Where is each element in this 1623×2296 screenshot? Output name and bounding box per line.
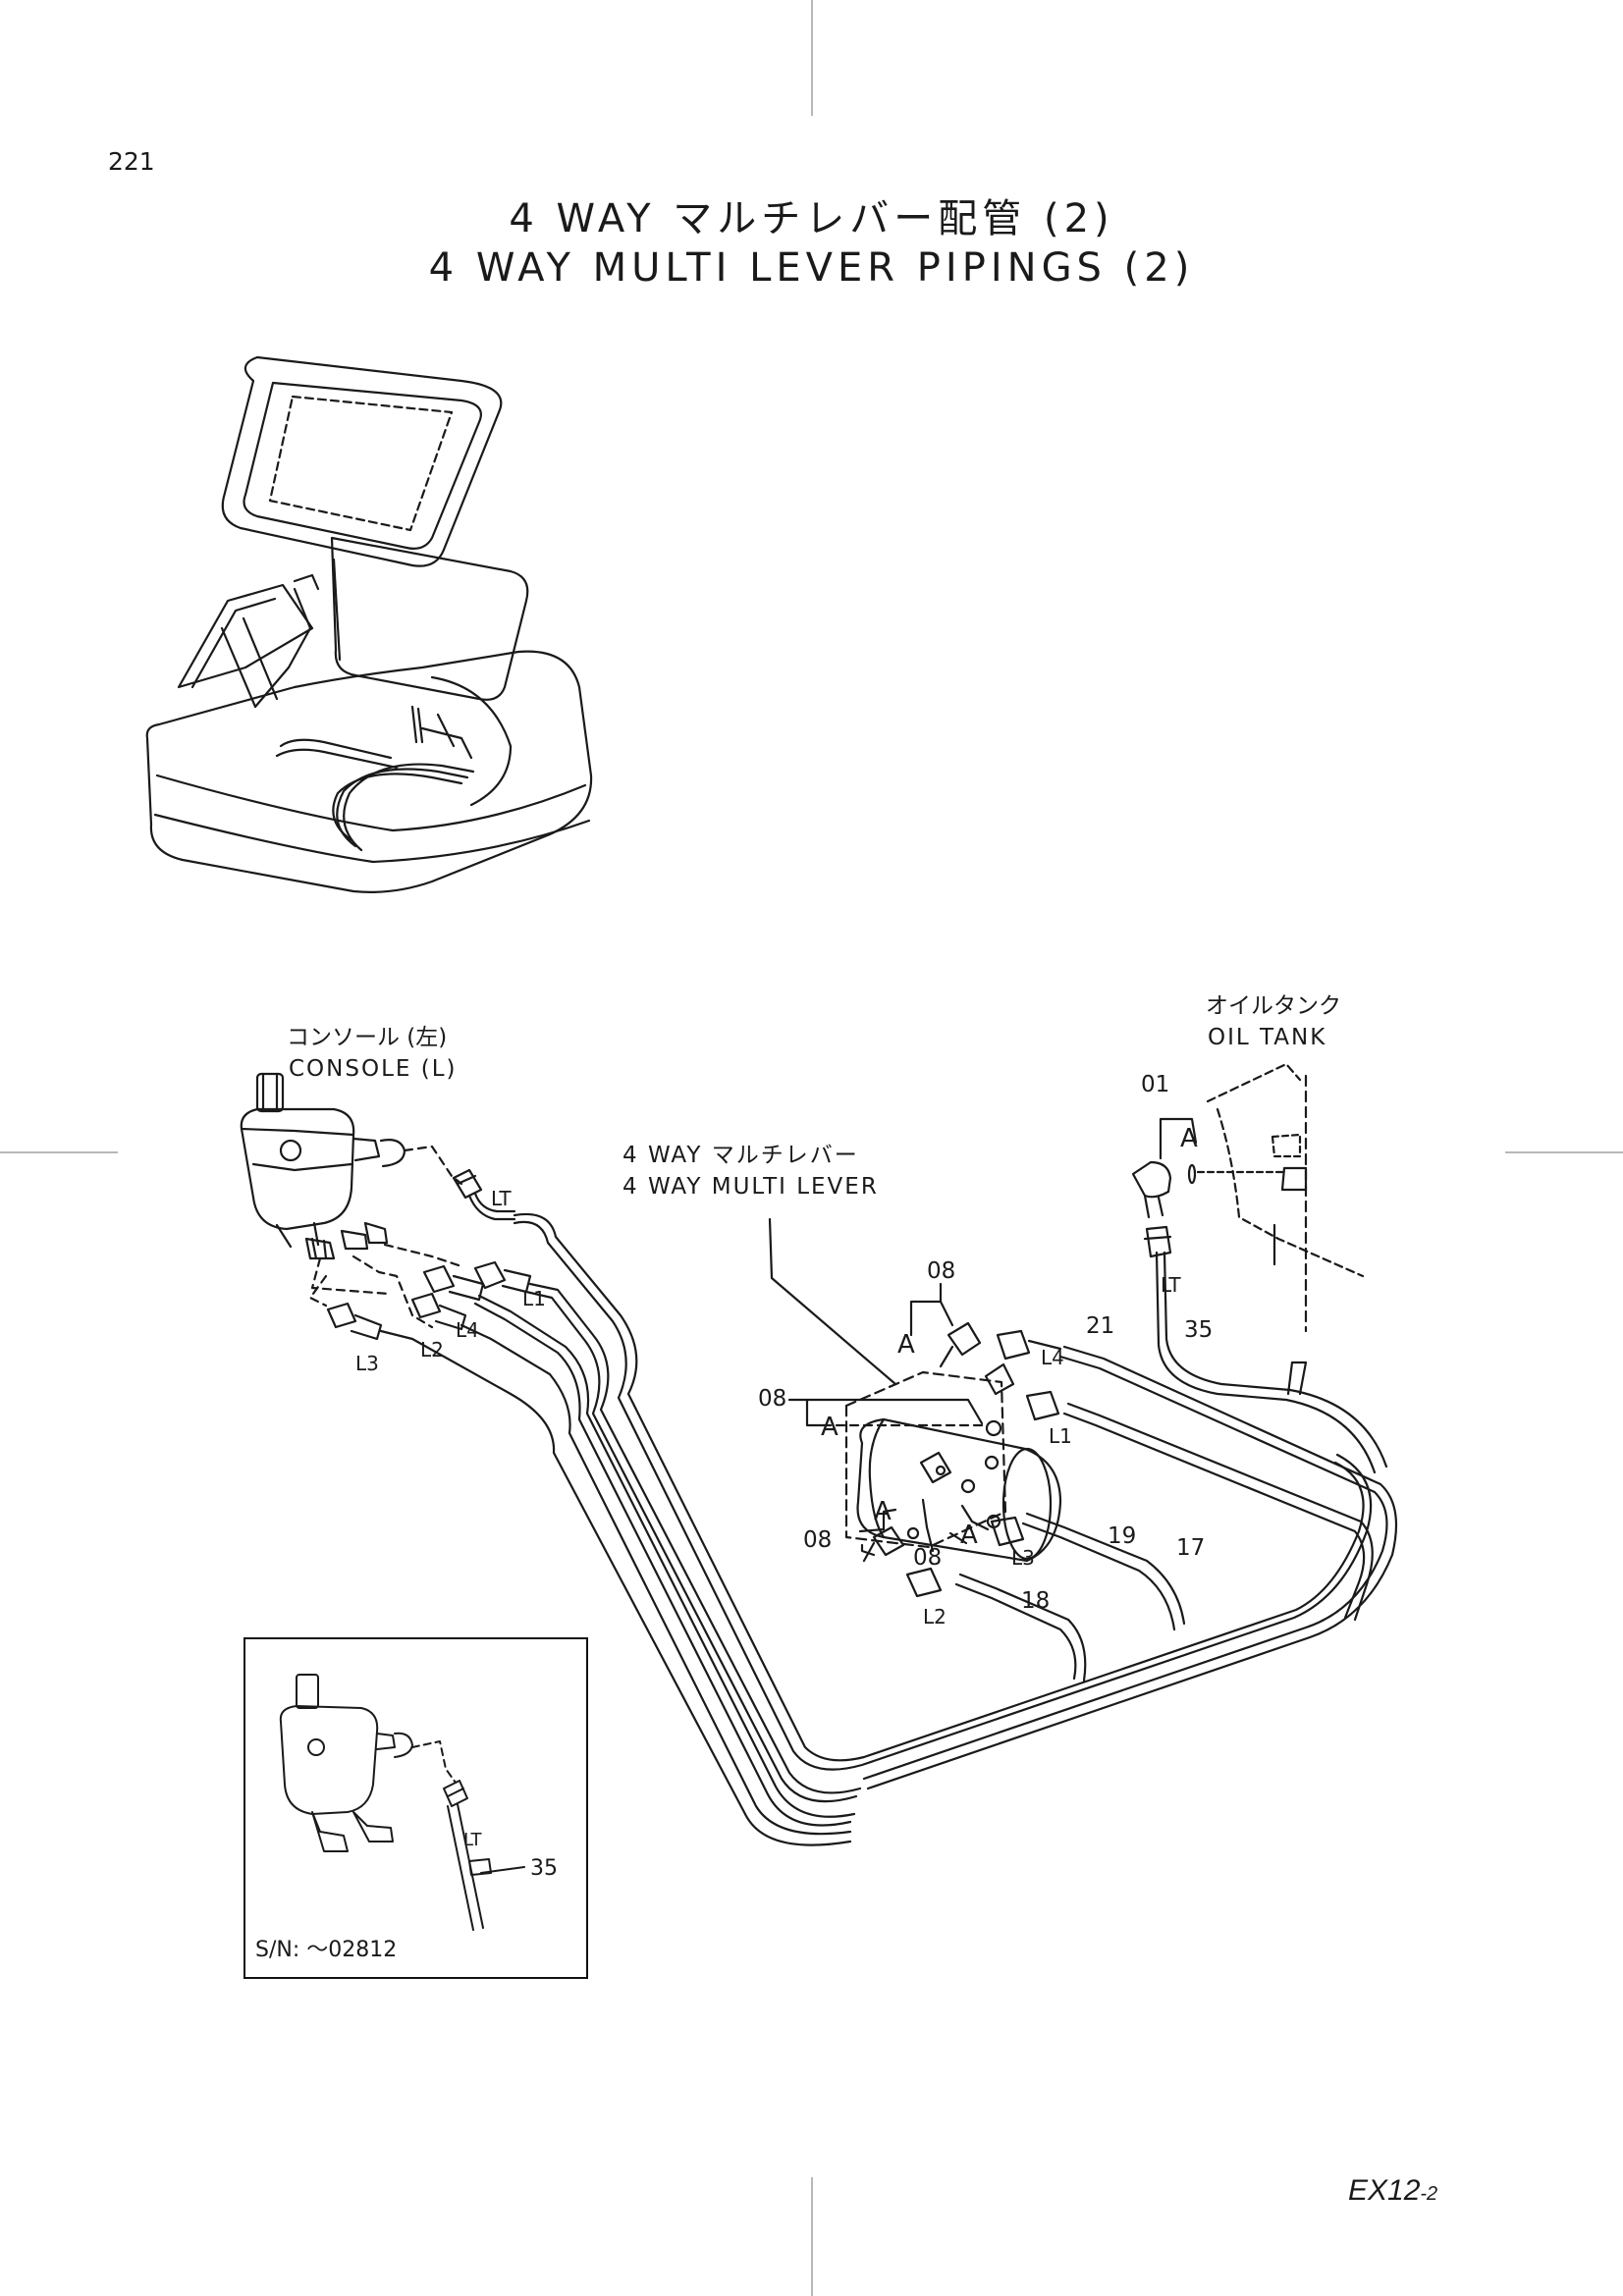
detail-mark-a-tank: A <box>1180 1124 1198 1153</box>
part-number-08-bottom-left: 08 <box>803 1527 832 1553</box>
port-label-l2-console: L2 <box>420 1338 444 1362</box>
oil-tank-label-jp: オイルタンク <box>1206 993 1341 1019</box>
machine-overview-illustration <box>145 355 593 893</box>
port-label-l1-valve: L1 <box>1049 1424 1072 1448</box>
hose-bundle <box>379 1212 1398 1846</box>
port-label-lt-tank: LT <box>1161 1273 1181 1297</box>
part-number-08-bottom: 08 <box>913 1545 942 1571</box>
detail-mark-a-lower-right: A <box>960 1521 978 1550</box>
inset-part-number-35: 35 <box>530 1856 558 1881</box>
detail-mark-a-left: A <box>821 1413 839 1442</box>
detail-mark-a-top: A <box>897 1330 915 1360</box>
console-valve <box>240 1072 463 1329</box>
part-number-08-top: 08 <box>927 1258 955 1284</box>
inset-serial-number: S/N: ～02812 <box>255 1938 398 1962</box>
part-number-18: 18 <box>1021 1588 1050 1614</box>
part-number-35: 35 <box>1184 1317 1213 1343</box>
oil-tank-label-en: OIL TANK <box>1208 1025 1326 1050</box>
console-fittings <box>326 1168 532 1341</box>
page-title-jp: 4 WAY マルチレバー配管 (2) <box>509 196 1114 241</box>
model-code: EX12-2 <box>1348 2174 1437 2208</box>
part-number-08-left: 08 <box>758 1386 786 1412</box>
part-number-17: 17 <box>1176 1535 1205 1561</box>
port-label-l4-console: L4 <box>456 1318 479 1342</box>
part-number-21: 21 <box>1086 1313 1114 1339</box>
console-label-jp: コンソール (左) <box>287 1025 447 1050</box>
crop-mark-right <box>1505 1151 1623 1153</box>
detail-brackets <box>787 1282 990 1557</box>
oil-tank <box>1131 1062 1365 1333</box>
port-label-l3-valve: L3 <box>1011 1546 1035 1570</box>
detail-mark-a-lower: A <box>874 1497 892 1526</box>
inset-detail-box: LT 35 S/N: ～02812 <box>243 1637 588 1979</box>
part-number-19: 19 <box>1108 1523 1136 1549</box>
port-label-l2-valve: L2 <box>923 1605 947 1629</box>
port-label-l4-valve: L4 <box>1041 1346 1064 1369</box>
inset-valve-illustration: LT 35 <box>279 1674 558 1931</box>
port-label-l3-console: L3 <box>355 1352 379 1375</box>
page-number: 221 <box>108 147 155 176</box>
crop-mark-bottom <box>811 2177 813 2296</box>
inset-port-label-lt: LT <box>463 1830 483 1850</box>
crop-mark-left <box>0 1151 118 1153</box>
page-title-en: 4 WAY MULTI LEVER PIPINGS (2) <box>428 245 1195 291</box>
multi-lever-label-en: 4 WAY MULTI LEVER <box>622 1174 879 1200</box>
crop-mark-top <box>811 0 813 116</box>
port-label-lt-console: LT <box>491 1187 512 1210</box>
model-code-suffix: -2 <box>1420 2183 1438 2205</box>
part-number-01: 01 <box>1141 1072 1169 1097</box>
port-label-l1-console: L1 <box>522 1287 546 1310</box>
model-code-main: EX12 <box>1348 2174 1421 2207</box>
multi-lever-label-jp: 4 WAY マルチレバー <box>622 1143 859 1168</box>
console-label-en: CONSOLE (L) <box>289 1056 458 1082</box>
multi-lever-valve <box>768 1217 1062 1598</box>
